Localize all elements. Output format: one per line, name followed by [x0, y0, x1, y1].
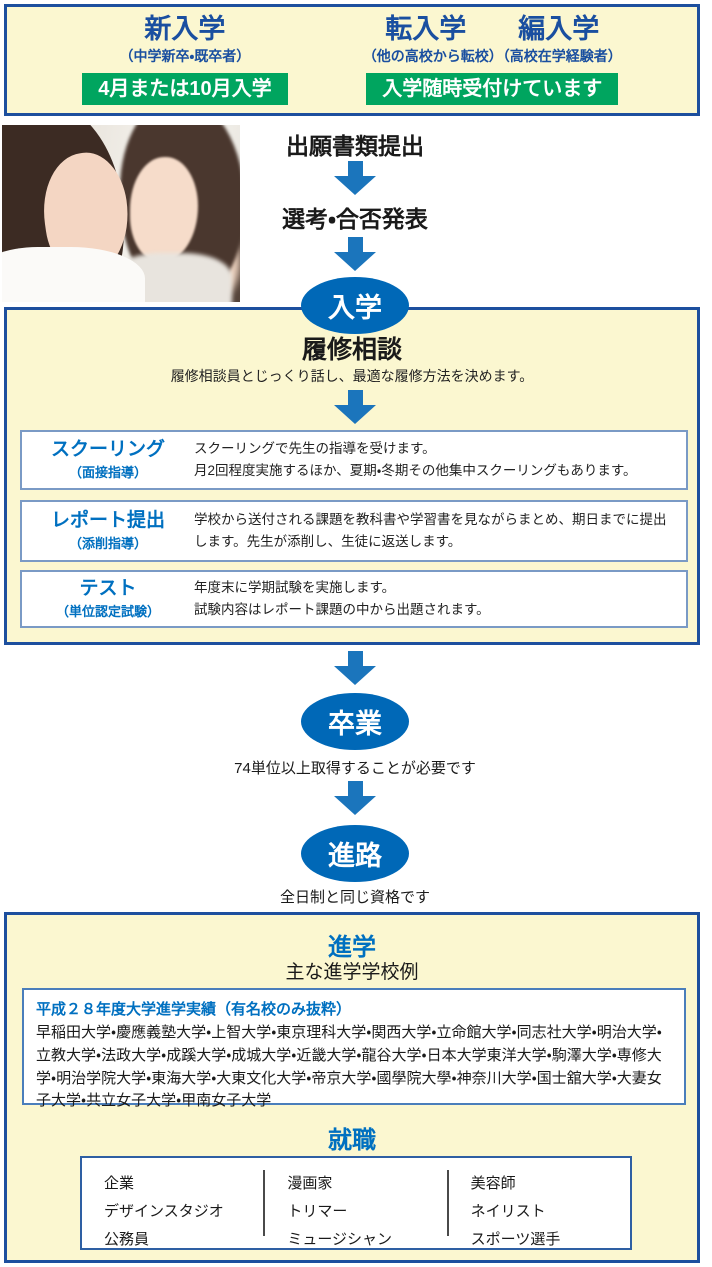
employment-column-1: 企業 デザインスタジオ 公務員	[82, 1170, 263, 1248]
flow-step-selection: 選考・合否発表	[282, 206, 428, 232]
job-item: 漫画家	[287, 1175, 333, 1192]
job-item: ネイリスト	[470, 1202, 546, 1220]
test-description: 年度末に学期試験を実施します。 試験内容はレポート課題の中から出題されます。	[194, 580, 490, 617]
employment-examples-box: 企業 デザインスタジオ 公務員 漫画家 トリマー ミュージシャン 美容師 ネイリ…	[80, 1156, 632, 1250]
job-item: ミュージシャン	[287, 1230, 393, 1248]
admission-types-panel: 新入学 （中学新卒・既卒者） 4月または10月入学 転入学 編入学 （他の高校か…	[4, 4, 700, 116]
schooling-box: スクーリング （面接指導） スクーリングで先生の指導を受けます。 月2回程度実施…	[20, 430, 688, 490]
job-item: 美容師	[470, 1175, 516, 1192]
study-consultation-panel: 履修相談 履修相談員とじっくり話し、最適な履修方法を決めます。 スクーリング （…	[4, 307, 700, 645]
reentry-title: 編入学	[518, 13, 600, 44]
arrow-stem	[347, 651, 363, 666]
schooling-label: スクーリング （面接指導）	[22, 439, 194, 481]
students-photo	[2, 125, 240, 302]
arrow-stem	[347, 390, 363, 405]
arrow-head	[334, 405, 376, 424]
report-title: レポート提出	[50, 510, 165, 532]
arrow-head	[334, 796, 376, 815]
university-results-title: 平成２８年度大学進学実績（有名校のみ抜粋）	[36, 1001, 352, 1018]
job-item: 公務員	[104, 1230, 150, 1248]
employment-heading: 就職	[328, 1127, 376, 1154]
arrow-head	[334, 176, 376, 195]
new-admission-title: 新入学	[144, 13, 226, 44]
graduation-note: 74単位以上取得することが必要です	[234, 760, 476, 777]
report-box: レポート提出 （添削指導） 学校から送付される課題を教科書や学習書を見ながらまと…	[20, 500, 688, 562]
graduation-oval: 卒業	[301, 693, 409, 750]
down-arrow-icon	[334, 781, 376, 815]
down-arrow-icon	[334, 390, 376, 424]
transfer-admission-block: 転入学 編入学 （他の高校から転校）（高校在学経験者） 入学随時受付けています	[362, 13, 622, 106]
test-label: テスト （単位認定試験）	[22, 578, 194, 620]
job-item: 企業	[104, 1175, 135, 1192]
transfer-admission-badge: 入学随時受付けています	[366, 73, 619, 106]
transfer-admission-titles: 転入学 編入学	[385, 13, 600, 45]
flow-step-application: 出願書類提出	[286, 133, 424, 159]
test-title: テスト	[79, 578, 137, 600]
schooling-title: スクーリング	[50, 439, 165, 461]
photo-shape	[2, 247, 145, 302]
consultation-description: 履修相談員とじっくり話し、最適な履修方法を決めます。	[170, 368, 534, 384]
career-panel: 進学 主な進学学校例 平成２８年度大学進学実績（有名校のみ抜粋） 早稲田大学・慶…	[4, 912, 700, 1263]
advancement-subheading: 主な進学学校例	[285, 962, 419, 983]
university-list: 早稲田大学・慶應義塾大学・上智大学・東京理科大学・関西大学・立命館大学・同志社大…	[36, 1024, 662, 1110]
transfer-title: 転入学	[385, 13, 467, 44]
arrow-head	[334, 252, 376, 271]
test-subtitle: （単位認定試験）	[55, 603, 160, 619]
job-item: スポーツ選手	[470, 1230, 561, 1248]
employment-column-2: 漫画家 トリマー ミュージシャン	[263, 1170, 446, 1248]
career-path-note: 全日制と同じ資格です	[279, 889, 430, 906]
down-arrow-icon	[334, 161, 376, 195]
arrow-stem	[347, 161, 363, 176]
transfer-admission-subtitle: （他の高校から転校）（高校在学経験者）	[362, 48, 622, 65]
new-admission-block: 新入学 （中学新卒・既卒者） 4月または10月入学	[82, 13, 288, 106]
new-admission-badge: 4月または10月入学	[82, 73, 288, 106]
schooling-description: スクーリングで先生の指導を受けます。 月2回程度実施するほか、夏期・冬期その他集…	[194, 441, 637, 478]
schooling-subtitle: （面接指導）	[68, 464, 147, 480]
job-item: トリマー	[287, 1202, 348, 1220]
job-item: デザインスタジオ	[104, 1202, 224, 1220]
career-path-oval: 進路	[301, 825, 409, 882]
university-results-box: 平成２８年度大学進学実績（有名校のみ抜粋） 早稲田大学・慶應義塾大学・上智大学・…	[22, 988, 686, 1109]
test-box: テスト （単位認定試験） 年度末に学期試験を実施します。 試験内容はレポート課題…	[20, 570, 688, 628]
photo-shape	[130, 157, 198, 262]
report-label: レポート提出 （添削指導）	[22, 510, 194, 552]
arrow-stem	[347, 781, 363, 796]
report-description: 学校から送付される課題を教科書や学習書を見ながらまとめ、期日までに提出します。先…	[194, 512, 667, 549]
enrollment-oval: 入学	[301, 277, 409, 334]
advancement-heading: 進学	[328, 934, 376, 961]
arrow-head	[334, 666, 376, 685]
report-subtitle: （添削指導）	[68, 535, 147, 551]
new-admission-subtitle: （中学新卒・既卒者）	[119, 48, 251, 65]
consultation-title: 履修相談	[301, 336, 402, 364]
employment-column-3: 美容師 ネイリスト スポーツ選手	[446, 1170, 630, 1248]
arrow-stem	[347, 237, 363, 252]
down-arrow-icon	[334, 237, 376, 271]
down-arrow-icon	[334, 651, 376, 685]
